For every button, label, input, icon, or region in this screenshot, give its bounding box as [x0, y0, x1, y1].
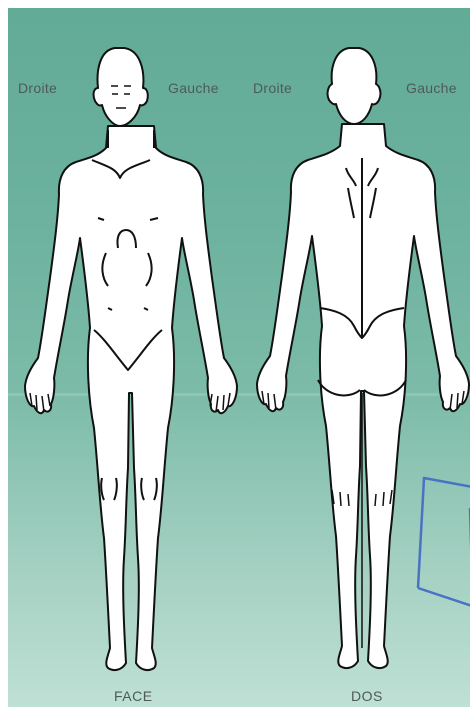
- body-chart: Droite Gauche Droite Gauche FACE DOS: [8, 8, 470, 707]
- callout-arrow: [418, 478, 470, 707]
- front-right-label: Droite: [18, 80, 57, 96]
- back-caption: DOS: [351, 688, 383, 704]
- back-right-label: Droite: [253, 80, 292, 96]
- body-figures: [8, 8, 470, 707]
- front-caption: FACE: [114, 688, 153, 704]
- front-left-label: Gauche: [168, 80, 219, 96]
- back-body-outline: [257, 48, 469, 668]
- front-body-outline: [25, 48, 237, 670]
- back-left-label: Gauche: [406, 80, 457, 96]
